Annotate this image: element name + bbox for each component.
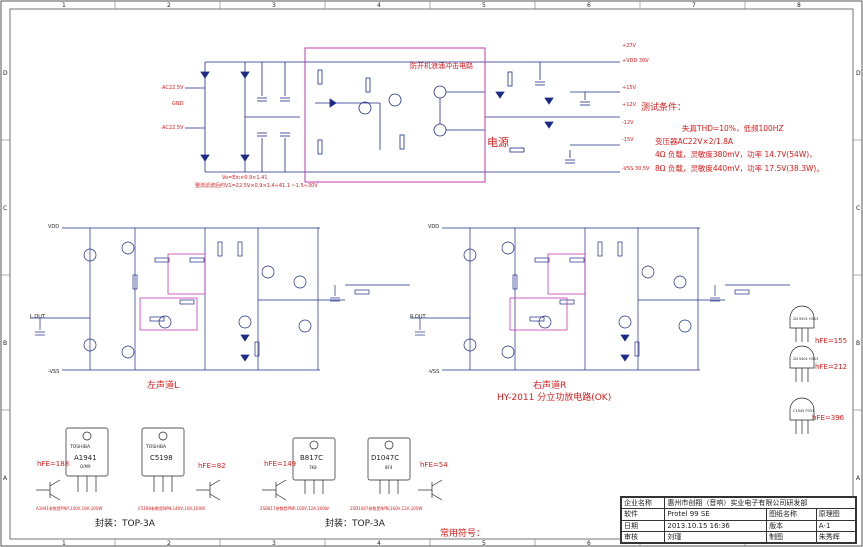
- title-block-label: 版本: [766, 519, 817, 532]
- left-channel-label: 左声道L: [147, 379, 179, 391]
- border-letter: A: [3, 475, 8, 482]
- drawing-value: 原理图: [815, 508, 857, 521]
- transistor-model: A1941: [74, 454, 97, 462]
- border-letter: A: [856, 475, 861, 482]
- software-value: Protel 99 SE: [664, 508, 768, 521]
- power-title: 电源: [487, 135, 509, 149]
- small-transistor-hfe: hFE=155: [815, 337, 847, 345]
- version-value: A-1: [815, 519, 857, 532]
- date-value: 2013.10.15 16:36: [664, 519, 768, 532]
- title-block: 企业名称 惠州市创翔（音响）实业电子有限公司研发部 软件 Protel 99 S…: [620, 496, 857, 544]
- border-number: 5: [482, 2, 486, 9]
- company-name: 惠州市创翔（音响）实业电子有限公司研发部: [664, 496, 856, 510]
- title-block-label: 企业名称: [620, 496, 666, 510]
- right-input-label: R.OUT: [410, 314, 426, 320]
- border-number: 6: [587, 540, 591, 547]
- ac-input-label: AC22.5V: [162, 85, 184, 91]
- package-label: 封装：TOP-3A: [95, 517, 156, 529]
- transistor-desc: 2SD1047参数是NPN,160V,12A,100W: [350, 505, 422, 511]
- rail-label: -12V: [622, 120, 634, 126]
- border-letter: C: [3, 205, 7, 212]
- test-line: 8Ω 负载，灵敏度440mV，功率 17.5V(38.3W)。: [655, 163, 824, 173]
- title-block-label: 日期: [620, 519, 666, 532]
- protection-box-title: 防开机浪涌冲击电路: [410, 61, 473, 70]
- border-number: 1: [62, 2, 66, 9]
- title-block-label: 制图: [766, 530, 817, 544]
- transistor-hfe: hFE=82: [198, 462, 226, 470]
- border-number: 4: [377, 2, 381, 9]
- border-number: 2: [167, 2, 171, 9]
- rail-label: +VDD 30V: [622, 58, 649, 64]
- transistor-hfe: hFE=188: [37, 460, 69, 468]
- rail-label: +27V: [622, 43, 637, 49]
- power-transistor-packages: [65, 427, 411, 494]
- transistor-brand: TOSHIBA: [145, 444, 167, 450]
- vss-label: -VSS: [428, 369, 439, 375]
- circuit-title: HY-2011 分立功放电路(OK): [497, 391, 611, 403]
- transistor-brand: TOSHIBA: [69, 444, 91, 450]
- transistor-model: C5198: [150, 454, 173, 462]
- border-letter: D: [3, 70, 8, 77]
- small-transistor-packages: [789, 305, 815, 434]
- border-number: 2: [167, 540, 171, 547]
- title-block-label: 审核: [620, 530, 666, 544]
- border-number: 6: [587, 2, 591, 9]
- transistor-hfe: hFE=149: [264, 460, 296, 468]
- rail-label: -VSS 30.5V: [622, 166, 650, 172]
- transistor-desc: C5198参数是NPN,140V,10A,100W: [138, 505, 205, 511]
- left-input-label: L.OUT: [30, 314, 46, 320]
- right-channel-circuit: [410, 227, 790, 371]
- transistor-code: O/M9: [80, 464, 91, 469]
- right-channel-label: 右声道R: [533, 379, 566, 391]
- border-letter: C: [856, 205, 860, 212]
- small-transistor-model: 2N 5401 H313: [793, 357, 818, 361]
- border-number: 3: [272, 2, 276, 9]
- rail-label: +12V: [622, 102, 637, 108]
- left-channel-circuit: [30, 227, 410, 371]
- border-number: 5: [482, 540, 486, 547]
- title-block-label: 图纸名称: [766, 508, 817, 521]
- border-number: 3: [272, 540, 276, 547]
- test-line: 4Ω 负载，灵敏度380mV，功率 14.7V(54W)，: [655, 149, 817, 159]
- ac-input-label: AC22.5V: [162, 125, 184, 131]
- test-line: 失真THD=10%，低频100HZ: [682, 123, 784, 133]
- transistor-hfe: hFE=54: [420, 461, 448, 469]
- border-letter: B: [3, 340, 7, 347]
- vss-label: -VSS: [48, 369, 59, 375]
- title-block-label: 软件: [620, 508, 666, 521]
- formula-note: 整流滤波后约V1=22.5V×0.9×1.4≈41.1 ~1.5≈30V: [195, 182, 318, 189]
- border-letter: D: [856, 70, 861, 77]
- transistor-model: B817C: [300, 454, 323, 462]
- maker-value: 朱秀辉: [815, 530, 857, 544]
- transistor-model: D1047C: [371, 454, 399, 462]
- border-letter: B: [856, 340, 860, 347]
- symbols-note: 常用符号：: [440, 527, 485, 539]
- transistor-code: 8F4: [385, 465, 393, 470]
- border-number: 4: [377, 540, 381, 547]
- package-label: 封装：TOP-3A: [325, 517, 386, 529]
- transistor-desc: A1941参数是PNP,140V,10A,100W: [36, 505, 102, 511]
- transistor-pinout-symbols: [36, 479, 443, 501]
- rail-label: -15V: [622, 137, 634, 143]
- small-transistor-model: 2N 5551 H313: [793, 317, 818, 321]
- reviewer-value: 刘瑾: [664, 530, 768, 544]
- test-line: 变压器AC22V×2/1.8A: [655, 136, 734, 146]
- small-transistor-model: C1945 P331: [793, 409, 814, 413]
- transistor-code: 7K8: [309, 465, 317, 470]
- border-number: 7: [692, 2, 696, 9]
- vdd-label: VDD: [428, 224, 439, 230]
- vdd-label: VDD: [48, 224, 59, 230]
- power-supply-section: [185, 61, 620, 173]
- transistor-desc: 2SB817参数是PNP,160V,12A,100W: [260, 505, 329, 511]
- small-transistor-hfe: hFE=212: [815, 363, 847, 371]
- formula-note: Vo=Ein×0.9×1.41: [222, 175, 267, 181]
- surge-protection-box: [304, 47, 486, 183]
- test-heading: 测试条件：: [641, 101, 686, 113]
- gnd-label: GND: [172, 101, 184, 107]
- border-number: 8: [797, 2, 801, 9]
- small-transistor-hfe: hFE=396: [812, 414, 845, 422]
- rail-label: +15V: [622, 85, 637, 91]
- border-number: 1: [62, 540, 66, 547]
